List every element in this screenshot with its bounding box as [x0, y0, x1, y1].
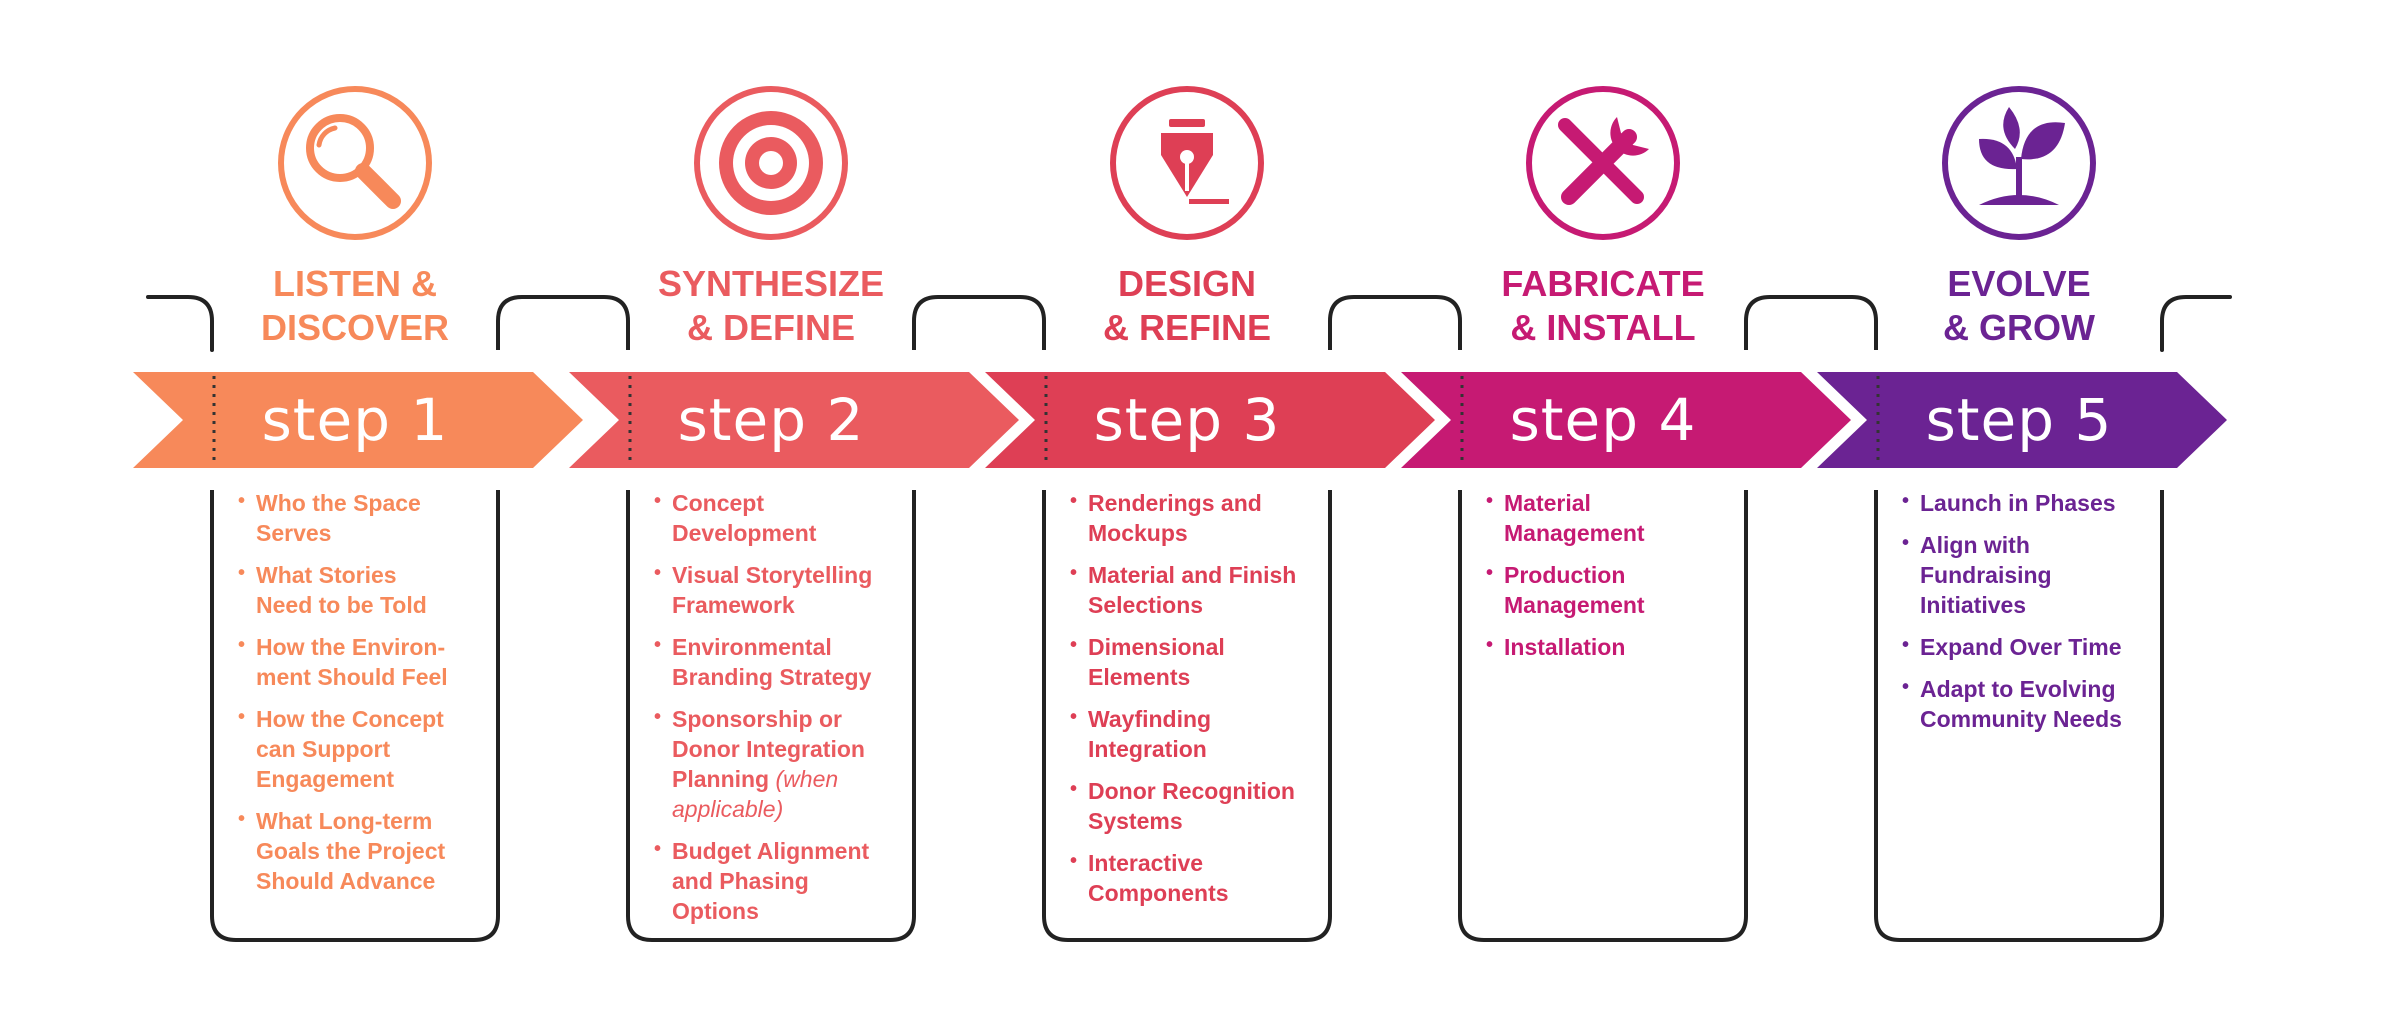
list-item-text: Visual Storytelling Framework	[672, 562, 873, 618]
list-item-note: (when applicable)	[672, 766, 839, 822]
step-box-outline	[210, 490, 500, 942]
list-item: How the Concept can Support Engagement	[238, 702, 458, 794]
step-2-list: Concept DevelopmentVisual Storytelling F…	[654, 486, 894, 938]
list-item-text: Sponsorship or Donor Integration Plannin…	[672, 706, 865, 792]
title-line: LISTEN &	[272, 263, 437, 304]
step-box-outline	[1042, 490, 1332, 942]
step-1-title: LISTEN &DISCOVER	[190, 262, 520, 350]
step-5-label: step 5	[1925, 386, 2113, 454]
step-box-outline	[1458, 490, 1748, 942]
list-item-text: Budget Alignment and Phasing Options	[672, 838, 870, 924]
step-3-title: DESIGN& REFINE	[1022, 262, 1352, 350]
list-item: Concept Development	[654, 486, 894, 548]
list-item: Who the Space Serves	[238, 486, 458, 548]
list-item: What Long-term Goals the Project Should …	[238, 804, 458, 896]
list-item-text: Launch in Phases	[1920, 490, 2116, 516]
step-5-arrow	[1817, 372, 2227, 468]
list-item-text: Dimensional Elements	[1088, 634, 1225, 690]
target-icon	[694, 86, 848, 240]
step-3-label: step 3	[1093, 386, 1281, 454]
step-box-outline	[626, 490, 916, 942]
title-line: & INSTALL	[1510, 307, 1696, 348]
list-item: Production Management	[1486, 558, 1706, 620]
list-item-text: Wayfinding Integration	[1088, 706, 1212, 762]
outline-left-hook	[146, 295, 214, 352]
list-item-text: Renderings and Mockups	[1088, 490, 1262, 546]
list-item: Donor Recognition Systems	[1070, 774, 1310, 836]
title-line: EVOLVE	[1947, 263, 2091, 304]
list-item: Sponsorship or Donor Integration Plannin…	[654, 702, 894, 824]
list-item: Wayfinding Integration	[1070, 702, 1310, 764]
step-4-list: Material ManagementProduction Management…	[1486, 486, 1706, 674]
list-item: Visual Storytelling Framework	[654, 558, 894, 620]
list-item-text: Interactive Components	[1088, 850, 1229, 906]
list-item-text: Environmental Branding Strategy	[672, 634, 872, 690]
list-item: Material Management	[1486, 486, 1706, 548]
list-item-text: Donor Recognition Systems	[1088, 778, 1295, 834]
outline-right-hook	[2160, 295, 2232, 352]
step-4-title: FABRICATE& INSTALL	[1438, 262, 1768, 350]
title-line: FABRICATE	[1501, 263, 1705, 304]
list-item-text: Installation	[1504, 634, 1626, 660]
list-item-text: Adapt to Evolving Community Needs	[1920, 676, 2122, 732]
step-2-label: step 2	[677, 386, 865, 454]
pen-nib-icon	[1110, 86, 1264, 240]
step-5-list: Launch in PhasesAlign with Fundraising I…	[1902, 486, 2122, 746]
list-item: Launch in Phases	[1902, 486, 2122, 518]
magnifying-glass-icon	[278, 86, 432, 240]
list-item: Align with Fundraising Initiatives	[1902, 528, 2122, 620]
list-item: What Stories Need to be Told	[238, 558, 458, 620]
list-item-text: Production Management	[1504, 562, 1645, 618]
list-item: Environmental Branding Strategy	[654, 630, 894, 692]
step-1-label: step 1	[261, 386, 449, 454]
list-item: Dimensional Elements	[1070, 630, 1310, 692]
title-line: DISCOVER	[260, 307, 450, 348]
list-item: How the Environ-ment Should Feel	[238, 630, 458, 692]
step-3-list: Renderings and MockupsMaterial and Finis…	[1070, 486, 1310, 920]
connector-outline	[496, 295, 630, 350]
list-item-text: Expand Over Time	[1920, 634, 2122, 660]
list-item-text: What Stories Need to be Told	[256, 562, 427, 618]
step-3-arrow	[985, 372, 1435, 468]
wrench-screwdriver-icon	[1526, 86, 1680, 240]
step-5-title: EVOLVE& GROW	[1854, 262, 2184, 350]
list-item-text: Material and Finish Selections	[1088, 562, 1297, 618]
list-item: Budget Alignment and Phasing Options	[654, 834, 894, 926]
list-item-text: Concept Development	[672, 490, 817, 546]
connector-outline	[912, 295, 1046, 350]
step-4-arrow	[1401, 372, 1851, 468]
step-4-label: step 4	[1509, 386, 1697, 454]
list-item: Material and Finish Selections	[1070, 558, 1310, 620]
list-item-text: How the Environ-ment Should Feel	[256, 634, 448, 690]
list-item-text: Who the Space Serves	[256, 490, 421, 546]
list-item-text: Align with Fundraising Initiatives	[1920, 532, 2052, 618]
title-line: DESIGN	[1117, 263, 1257, 304]
step-2-arrow	[569, 372, 1019, 468]
title-line: SYNTHESIZE	[657, 263, 885, 304]
list-item: Expand Over Time	[1902, 630, 2122, 662]
step-1-list: Who the Space ServesWhat Stories Need to…	[238, 486, 458, 908]
list-item: Adapt to Evolving Community Needs	[1902, 672, 2122, 734]
connector-outline	[1744, 295, 1878, 350]
list-item: Interactive Components	[1070, 846, 1310, 908]
title-line: & REFINE	[1102, 307, 1271, 348]
list-item-text: Material Management	[1504, 490, 1645, 546]
list-item: Renderings and Mockups	[1070, 486, 1310, 548]
step-box-outline	[1874, 490, 2164, 942]
sprout-icon	[1942, 86, 2096, 240]
title-line: & GROW	[1943, 307, 2095, 348]
title-line: & DEFINE	[686, 307, 855, 348]
list-item-text: How the Concept can Support Engagement	[256, 706, 444, 792]
list-item-text: What Long-term Goals the Project Should …	[256, 808, 446, 894]
step-2-title: SYNTHESIZE& DEFINE	[606, 262, 936, 350]
connector-outline	[1328, 295, 1462, 350]
list-item: Installation	[1486, 630, 1706, 662]
step-1-arrow	[133, 372, 583, 468]
